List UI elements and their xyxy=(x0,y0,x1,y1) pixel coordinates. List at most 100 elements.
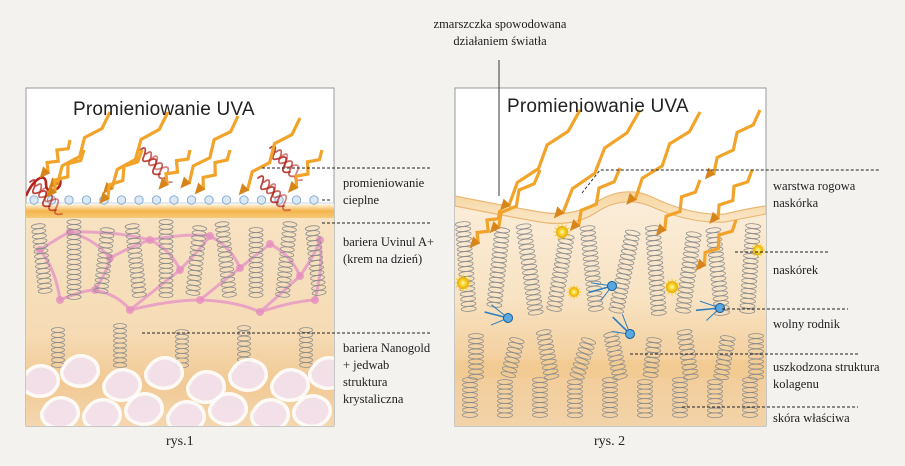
uva-beam xyxy=(695,219,738,271)
barrier-bead xyxy=(64,195,74,205)
barrier-bead xyxy=(256,195,267,205)
pink-node xyxy=(36,246,44,254)
uva-beam xyxy=(238,117,302,196)
uva-beam xyxy=(569,167,622,232)
collagen-coil xyxy=(515,223,544,316)
label-thermal-radiation: promieniowanie cieplne xyxy=(343,176,425,207)
barrier-bead xyxy=(151,195,162,205)
crystal-cell xyxy=(186,370,226,404)
heat-wave xyxy=(26,176,62,197)
pink-node xyxy=(196,296,204,304)
collagen-coil xyxy=(248,227,264,298)
collagen-coil xyxy=(30,223,53,294)
collagen-coil xyxy=(608,229,641,314)
barrier-bead xyxy=(309,195,319,205)
label-stratum-corneum: warstwa rogowa naskórka xyxy=(773,179,856,210)
heat-wave xyxy=(151,155,173,184)
crystal-cell xyxy=(124,392,164,426)
pink-node xyxy=(266,240,274,248)
pink-node xyxy=(126,306,134,314)
crystal-cell xyxy=(292,394,332,426)
collagen-coil xyxy=(579,225,604,312)
barrier-bead xyxy=(291,195,302,205)
collagen-coil xyxy=(185,225,208,296)
leader-lines xyxy=(142,60,880,408)
pink-node xyxy=(316,236,324,244)
figure-2-caption: rys. 2 xyxy=(594,434,626,449)
free-radical-glow xyxy=(455,274,472,292)
pink-fibre xyxy=(128,298,202,312)
crystal-cell xyxy=(144,356,184,390)
free-radical-glow xyxy=(663,278,681,296)
crystal-cell xyxy=(250,398,290,426)
collagen-coil xyxy=(672,377,688,418)
collagen-coil xyxy=(603,331,628,380)
uva-beam xyxy=(489,169,542,234)
collagen-coil xyxy=(567,379,583,419)
crystal-cell xyxy=(102,368,142,402)
pink-node xyxy=(176,266,184,274)
barrier-bead xyxy=(29,195,39,205)
pink-fibre xyxy=(68,230,152,242)
collagen-coil xyxy=(468,333,484,380)
collagen-coil xyxy=(546,233,575,312)
barrier-bead xyxy=(186,195,197,205)
label-dermis: skóra właściwa xyxy=(773,411,850,425)
collagen-coil xyxy=(705,227,730,316)
free-radical-glow xyxy=(751,243,765,257)
collagen-coil xyxy=(602,377,618,418)
collagen-coil xyxy=(642,337,662,378)
collagen-coil xyxy=(707,379,723,419)
pink-fibre xyxy=(148,233,212,242)
pink-node xyxy=(296,272,304,280)
collagen-coil xyxy=(497,379,513,419)
collagen-coil xyxy=(214,221,237,298)
barrier-bead xyxy=(239,195,249,205)
collagen-coil xyxy=(532,377,548,418)
pink-node xyxy=(256,308,264,316)
collagen-coil xyxy=(113,323,127,368)
uva-beam xyxy=(46,149,86,198)
pink-node xyxy=(206,232,214,240)
collagen-coil xyxy=(304,225,327,296)
collagen-coil xyxy=(742,377,758,418)
collagen-coil xyxy=(644,225,667,316)
collagen-coil xyxy=(739,223,762,314)
figure-2-title: Promieniowanie UVA xyxy=(507,96,689,117)
uva-beam xyxy=(500,109,582,211)
free-radicals xyxy=(455,223,765,339)
collagen-coil xyxy=(124,223,147,298)
heat-wave xyxy=(269,183,291,212)
figure-1-caption: rys.1 xyxy=(166,434,194,449)
collagen-coil xyxy=(93,227,115,294)
uva-beams xyxy=(469,109,762,271)
barrier-bead xyxy=(116,195,127,205)
uva-beam xyxy=(180,115,240,189)
collagen-coil xyxy=(637,379,653,419)
collagen-coil xyxy=(486,227,511,308)
crystal-cell xyxy=(208,392,248,426)
free-radical-glow xyxy=(567,285,581,299)
barrier-bead xyxy=(204,195,214,205)
uva-beam xyxy=(39,139,72,179)
collagen-coil xyxy=(713,335,736,380)
uva-beam xyxy=(158,149,192,190)
uva-beam xyxy=(655,179,702,236)
uva-beam xyxy=(469,209,502,249)
free-radical xyxy=(588,281,617,301)
collagen-coil xyxy=(748,333,764,380)
label-uvinul-barrier: bariera Uvinul A+ (krem na dzień) xyxy=(343,235,435,266)
uva-beam xyxy=(194,149,232,195)
collagen-coil xyxy=(535,329,560,380)
collagen-coil xyxy=(675,231,702,314)
crystal-structure xyxy=(26,354,334,426)
crystal-cell xyxy=(60,354,100,388)
collagen-coil xyxy=(158,219,174,298)
uva-beams xyxy=(39,111,324,204)
label-epidermis: naskórek xyxy=(773,263,819,277)
collagen-fibres xyxy=(30,219,327,369)
pink-node xyxy=(56,296,64,304)
stratum-corneum-layer xyxy=(455,191,766,225)
uvinul-barrier-layer xyxy=(26,204,334,218)
uva-beam xyxy=(553,109,642,219)
